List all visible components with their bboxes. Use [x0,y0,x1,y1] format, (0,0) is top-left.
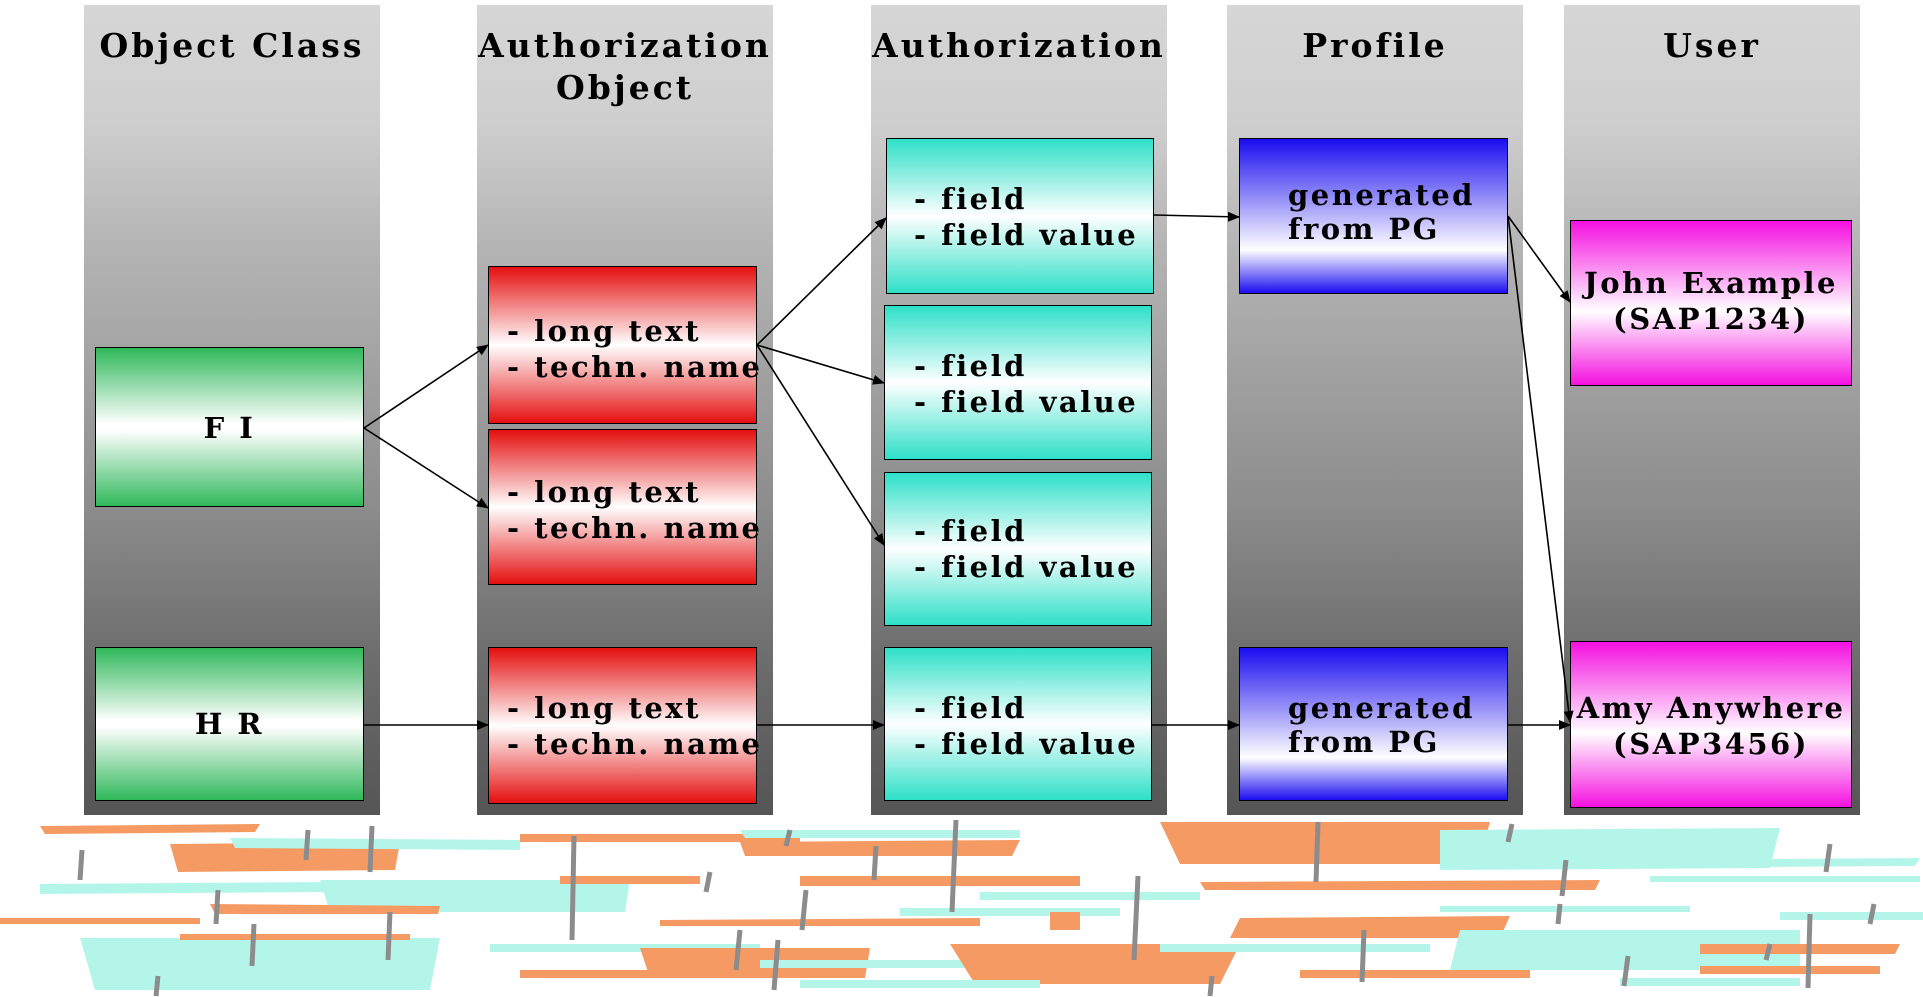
stripe-texture [0,822,1923,990]
object-class-box-hr[interactable]: H R [95,647,364,801]
authorization-line2: - field value [914,385,1139,419]
user-box-amy-anywhere[interactable]: Amy Anywhere (SAP3456) [1570,641,1852,808]
profile-box[interactable]: generated from PG [1239,647,1508,801]
object-class-box-fi[interactable]: F I [95,347,364,507]
column-title: Authorization Object [478,26,772,107]
user-id: (SAP1234) [1613,302,1809,336]
authorization-line2: - field value [914,218,1139,252]
authorization-line1: - field [914,182,1027,216]
authorization-box[interactable]: - field - field value [886,138,1154,294]
auth-object-box[interactable]: - long text - techn. name [488,266,760,424]
column-title: Profile [1302,26,1448,65]
user-id: (SAP3456) [1613,727,1809,761]
object-class-label: F I [203,411,256,445]
profile-line2: from PG [1288,212,1440,246]
authorization-line2: - field value [914,727,1139,761]
authorization-box[interactable]: - field - field value [884,472,1152,626]
auth-object-box[interactable]: - long text - techn. name [488,429,760,585]
object-class-label: H R [194,707,265,741]
auth-object-line2: - techn. name [507,511,763,545]
profile-box[interactable]: generated from PG [1239,138,1508,294]
column-title: Object Class [99,26,365,65]
arrow-fi-to-authobj2 [363,427,489,509]
auth-object-line1: - long text [507,475,701,509]
user-box-john-example[interactable]: John Example (SAP1234) [1570,220,1852,386]
authorization-line2: - field value [914,550,1139,584]
auth-object-box[interactable]: - long text - techn. name [488,647,760,804]
auth-object-line2: - techn. name [507,727,763,761]
authorization-box[interactable]: - field - field value [884,647,1152,801]
user-name: John Example [1584,266,1838,300]
authorization-line1: - field [914,349,1027,383]
column-title: Authorization [872,26,1166,65]
auth-object-line2: - techn. name [507,350,763,384]
decorative-stripes [0,820,1923,997]
stripe-posts [77,820,1877,997]
arrow-authobj1-to-auth2 [756,344,885,385]
arrow-authobj1-to-auth3 [756,344,885,546]
auth-object-line1: - long text [507,314,701,348]
arrow-profile1-to-amy [1507,215,1574,723]
profile-line1: generated [1288,691,1475,725]
authorization-line1: - field [914,514,1027,548]
profile-line2: from PG [1288,725,1440,759]
profile-line1: generated [1288,178,1475,212]
arrow-fi-to-authobj1 [363,344,489,429]
auth-object-line1: - long text [507,691,701,725]
arrow-profile1-to-john [1507,215,1571,303]
arrow-authobj1-to-auth1 [756,217,887,346]
user-name: Amy Anywhere [1576,691,1846,725]
column-title: User [1663,26,1761,65]
arrow-auth1-to-profile1 [1153,211,1240,222]
authorization-box[interactable]: - field - field value [884,305,1152,460]
authorization-line1: - field [914,691,1027,725]
